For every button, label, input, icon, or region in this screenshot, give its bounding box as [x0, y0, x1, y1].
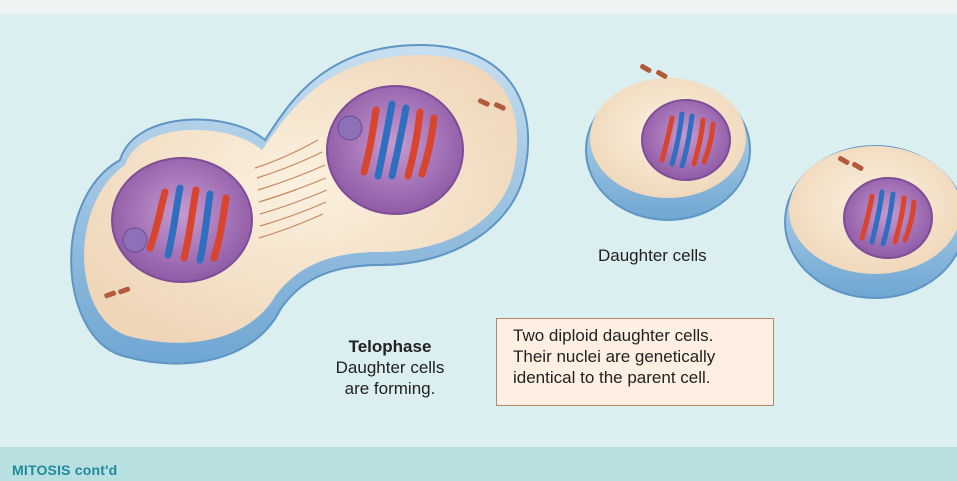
telophase-line-2: are forming.	[320, 378, 460, 399]
daughter-cell-2	[785, 146, 957, 298]
top-band	[0, 0, 957, 14]
telophase-cell	[71, 45, 528, 364]
left-nucleus	[112, 158, 252, 282]
daughter-cells-label: Daughter cells	[598, 246, 707, 266]
right-nucleolus	[338, 116, 362, 140]
footer-title: MITOSIS cont'd	[12, 462, 117, 478]
footer-bar: MITOSIS cont'd	[0, 447, 957, 481]
left-nucleolus	[123, 228, 147, 252]
daughter-cell-1	[586, 63, 750, 220]
telophase-line-1: Daughter cells	[320, 357, 460, 378]
callout-line-1: Two diploid daughter cells.	[513, 325, 763, 346]
daughter-1-centriole	[639, 63, 668, 79]
callout-box: Two diploid daughter cells. Their nuclei…	[496, 318, 774, 406]
callout-line-3: identical to the parent cell.	[513, 367, 763, 388]
telophase-label: Telophase Daughter cells are forming.	[320, 336, 460, 399]
telophase-title: Telophase	[320, 336, 460, 357]
callout-line-2: Their nuclei are genetically	[513, 346, 763, 367]
